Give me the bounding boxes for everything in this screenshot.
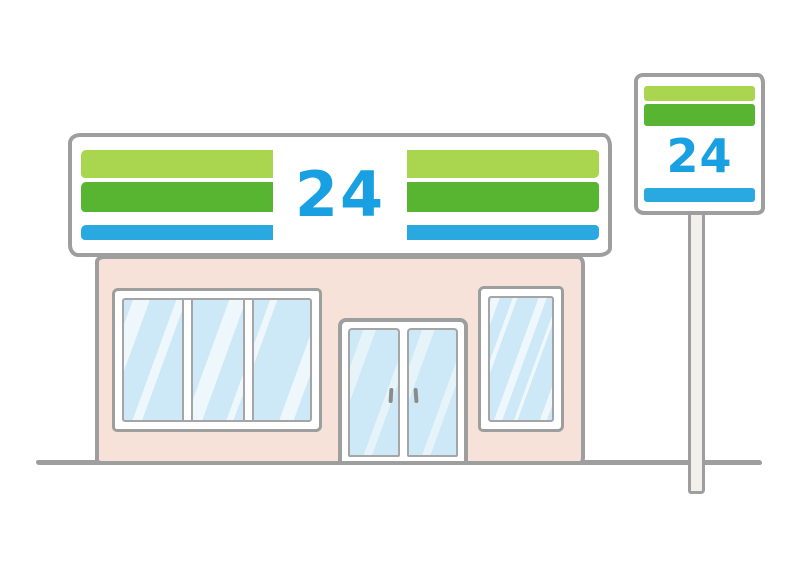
left-window-reflection	[124, 300, 310, 420]
pole-sign-stripe-light-green	[644, 86, 755, 101]
left-window-glass	[122, 298, 312, 422]
pole-sign-label: 24	[666, 128, 733, 183]
pole-sign-board: 24	[634, 73, 765, 215]
left-window-mullion	[243, 300, 255, 420]
sign-pole	[688, 210, 705, 494]
door-handle	[387, 387, 394, 403]
right-window-glass	[488, 296, 554, 422]
right-window-reflection	[490, 298, 552, 420]
door-panel-left	[348, 328, 400, 457]
door-panel-right	[406, 328, 458, 457]
entrance-door	[338, 318, 468, 465]
pole-sign-stripe-blue	[644, 188, 755, 202]
door-handle	[412, 387, 419, 403]
left-window-mullion	[181, 300, 193, 420]
pole-sign-stripe-green	[644, 104, 755, 126]
right-window-frame	[478, 286, 564, 432]
facade-sign-label-box: 24	[273, 141, 407, 249]
left-window-frame	[112, 288, 322, 432]
facade-sign-label: 24	[294, 158, 386, 231]
facade-sign: 24	[68, 133, 612, 257]
pole-sign-label-box: 24	[638, 126, 761, 185]
